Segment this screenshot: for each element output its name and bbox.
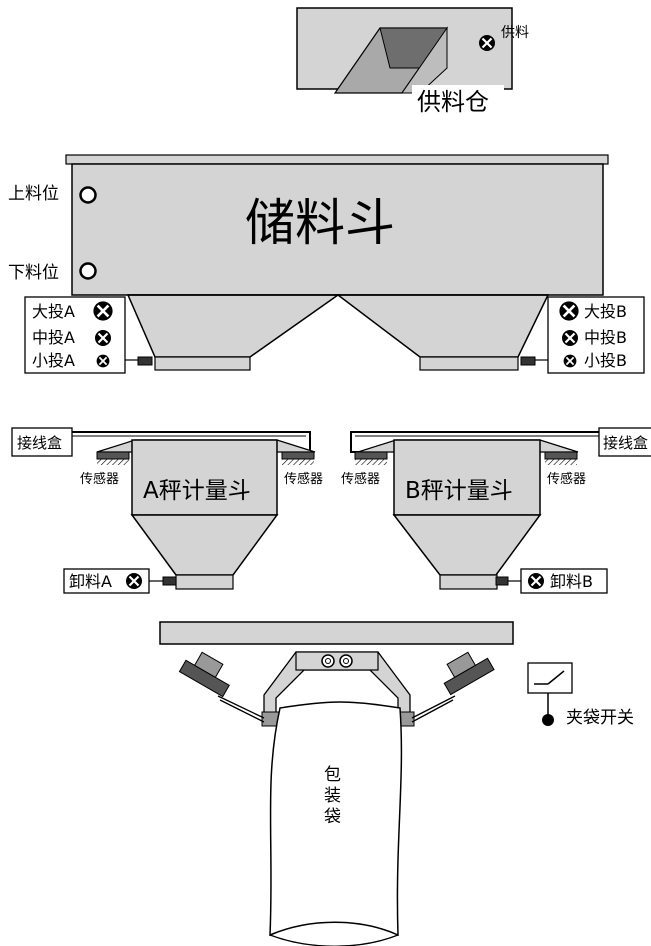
scale-a-junction-box: 接线盒 — [17, 434, 62, 452]
lower-level-label: 下料位 — [8, 263, 59, 283]
feed-a-big-lamp-icon — [92, 300, 114, 322]
supply-bin: 供料 供料仓 — [296, 7, 529, 116]
storage-hopper: 储料斗 — [65, 154, 609, 371]
discharge-a-label: 卸料A — [69, 572, 112, 591]
scale-b-sensor-right: 传感器 — [547, 471, 586, 487]
scale-a-sensor-left: 传感器 — [80, 471, 119, 487]
feed-b-small-label: 小投B — [584, 351, 627, 370]
bag-label-3: 袋 — [324, 807, 341, 827]
scale-b-sensor-left: 传感器 — [341, 471, 380, 487]
scale-a: 接线盒 传感器 传感器 A秤计量斗 卸料A — [11, 427, 323, 594]
feed-b-big-label: 大投B — [584, 302, 627, 321]
upper-level-label: 上料位 — [8, 184, 59, 204]
bag-label-1: 包 — [324, 765, 341, 785]
clamp-switch: 夹袋开关 — [527, 662, 634, 728]
upper-level-sensor: 上料位 — [8, 184, 97, 204]
scale-b-title: B秤计量斗 — [405, 478, 513, 504]
feed-a-panel: 大投A 中投A 小投A — [24, 296, 126, 374]
feed-a-small-label: 小投A — [32, 351, 75, 370]
feed-b-small-lamp-icon — [562, 353, 578, 369]
lower-level-sensor-icon — [79, 262, 97, 280]
feed-b-big-lamp-icon — [558, 300, 580, 322]
scale-a-sensor-right: 传感器 — [284, 471, 323, 487]
scale-a-title: A秤计量斗 — [143, 478, 251, 504]
lower-level-sensor: 下料位 — [8, 262, 97, 283]
supply-lamp-icon — [477, 33, 497, 53]
discharge-b-label: 卸料B — [550, 572, 593, 591]
bag-clamp-assembly — [159, 621, 514, 727]
storage-hopper-title: 储料斗 — [245, 194, 395, 252]
feed-b-panel: 大投B 中投B 小投B — [547, 296, 645, 374]
feed-b-mid-lamp-icon — [560, 328, 580, 348]
feed-a-big-label: 大投A — [32, 302, 75, 321]
feed-a-mid-lamp-icon — [93, 328, 113, 348]
scale-b-junction-box: 接线盒 — [603, 434, 648, 452]
discharge-a-lamp-icon — [124, 571, 144, 591]
upper-level-sensor-icon — [79, 186, 97, 204]
feed-a-mid-label: 中投A — [32, 328, 75, 347]
bag-label-2: 装 — [324, 786, 341, 806]
clamp-switch-icon — [542, 714, 554, 726]
feed-a-small-lamp-icon — [95, 353, 111, 369]
packaging-bag: 包 装 袋 — [269, 701, 403, 946]
feed-b-mid-label: 中投B — [584, 328, 627, 347]
supply-lamp-label: 供料 — [501, 25, 529, 41]
clamp-switch-label: 夹袋开关 — [566, 708, 634, 728]
discharge-b-lamp-icon — [526, 571, 546, 591]
supply-bin-title: 供料仓 — [417, 88, 489, 116]
scale-b: 接线盒 传感器 传感器 B秤计量斗 卸料B — [341, 427, 651, 594]
